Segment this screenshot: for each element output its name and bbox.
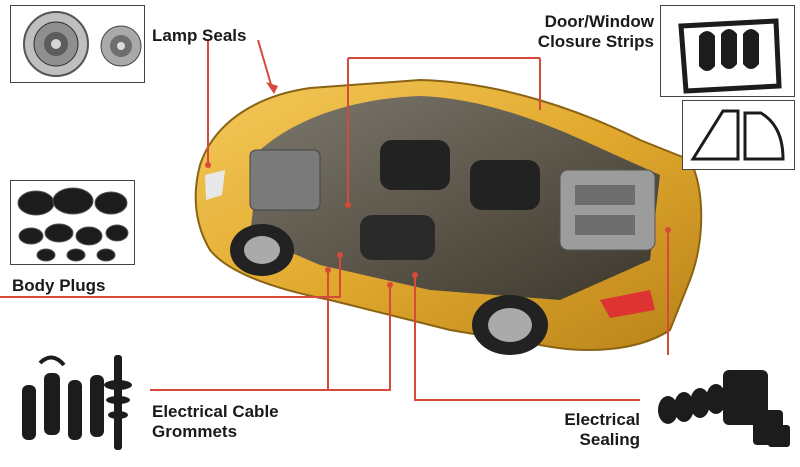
- door-window-label: Door/Window Closure Strips: [528, 12, 654, 52]
- leader-line-grommets-2: [328, 285, 391, 391]
- body-plugs-label: Body Plugs: [12, 276, 106, 295]
- closure-strip-photo: [660, 5, 795, 97]
- leader-lines: [0, 39, 669, 401]
- electrical-sealing-label: Electrical Sealing: [540, 410, 640, 450]
- door-window-label-line1: Door/Window: [544, 12, 654, 31]
- seat-shape: [380, 140, 450, 190]
- window-seal-photo: [682, 100, 795, 170]
- door-window-label-line2: Closure Strips: [537, 32, 654, 51]
- electrical-sealing-label-line1: Electrical: [564, 410, 640, 429]
- cable-grommets-label: Electrical Cable Grommets: [152, 402, 279, 442]
- leader-line-body-plugs: [0, 255, 341, 298]
- body-plug-photo: [10, 180, 135, 265]
- front-components: [249, 149, 321, 211]
- leader-line-electrical-sealing: [414, 275, 640, 401]
- seat-shape: [360, 215, 435, 260]
- car-interior: [250, 96, 660, 300]
- electrical-sealing-label-line2: Sealing: [579, 430, 640, 449]
- leader-line-lamp-seals-2: [257, 39, 273, 89]
- seat-shape: [470, 160, 540, 210]
- engine-block: [559, 169, 656, 251]
- cable-grommets-label-line1: Electrical Cable: [152, 402, 279, 421]
- cable-grommet-photo: [10, 345, 145, 455]
- lamp-seal-photo: [10, 5, 145, 83]
- lamp-seals-label: Lamp Seals: [152, 26, 247, 45]
- cable-grommets-label-line2: Grommets: [152, 422, 238, 441]
- connector-seal-photo: [648, 355, 795, 460]
